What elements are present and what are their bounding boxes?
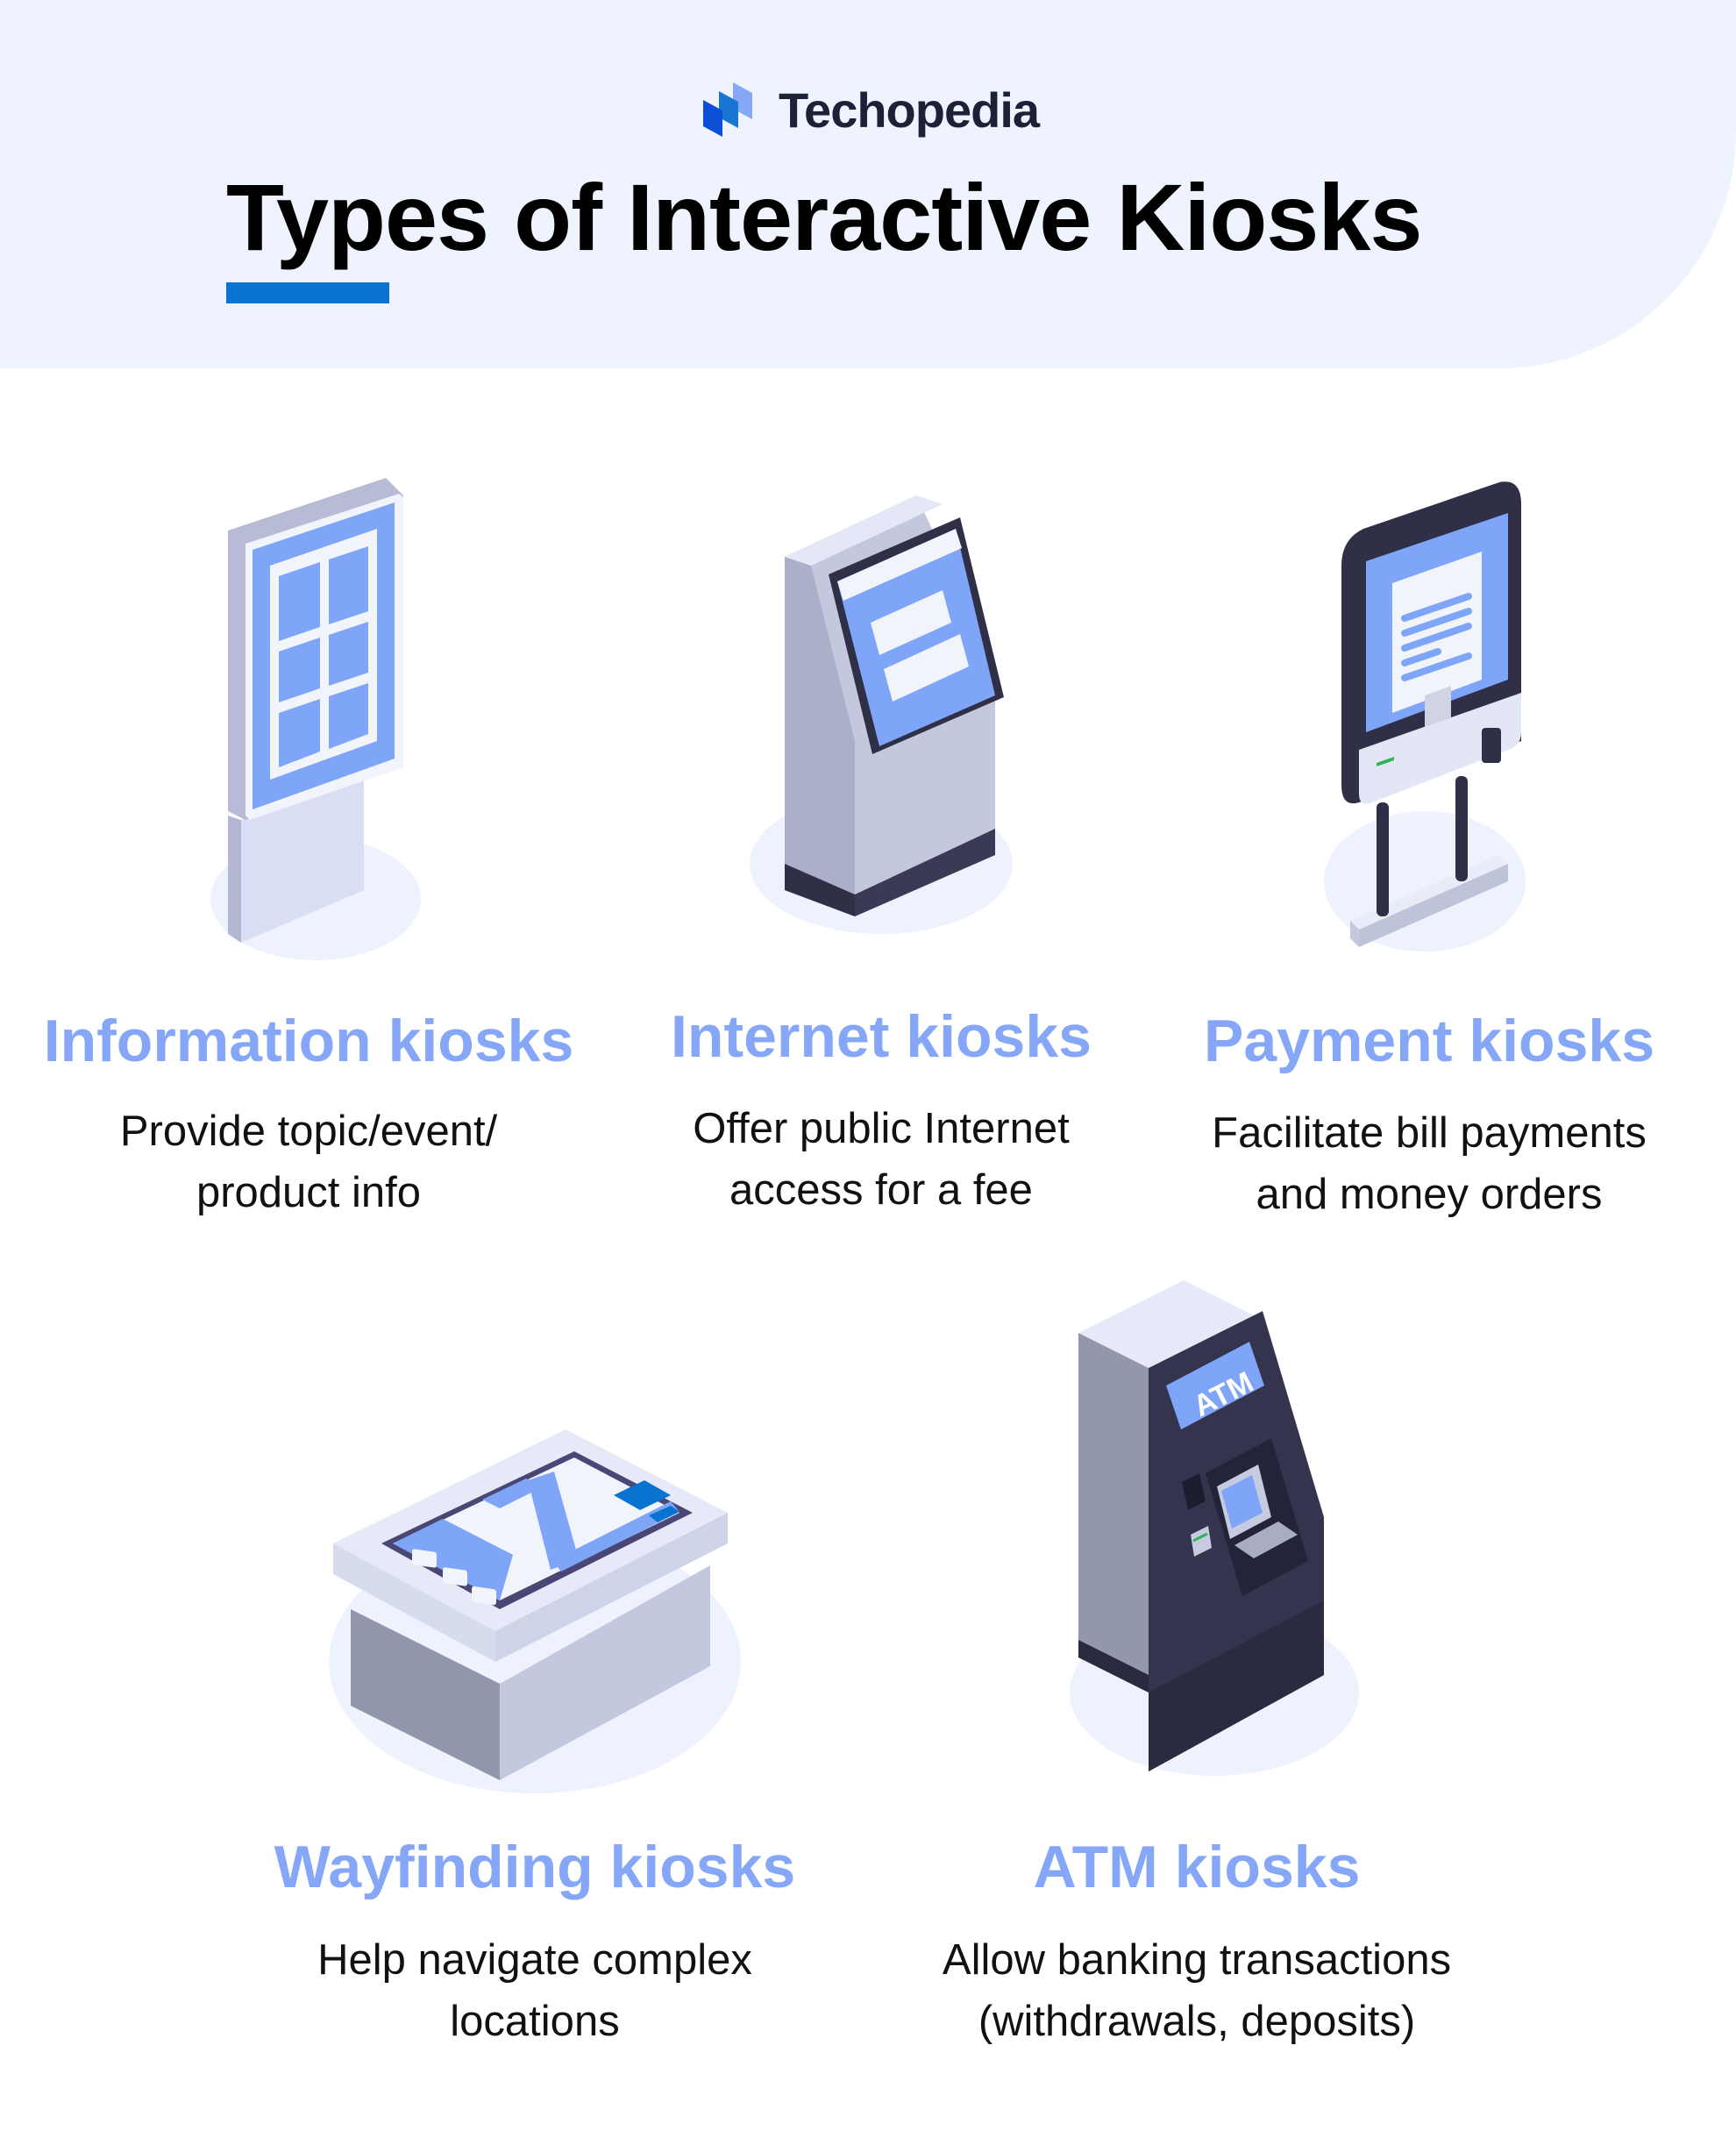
desc-line: access for a fee [729, 1166, 1033, 1214]
title-underline [226, 282, 389, 303]
page-title: Types of Interactive Kiosks [226, 164, 1422, 270]
desc-line: Help navigate complex [317, 1936, 752, 1984]
kiosk-desc-atm: Allow banking transactions (withdrawals,… [943, 1929, 1451, 2052]
kiosk-title-wayfinding: Wayfinding kiosks [274, 1834, 796, 1900]
kiosk-title-payment: Payment kiosks [1203, 1008, 1655, 1074]
information-kiosk-icon [210, 478, 421, 960]
desc-line: locations [450, 1998, 620, 2045]
kiosk-desc-information: Provide topic/event/ product info [120, 1101, 497, 1223]
kiosk-desc-wayfinding: Help navigate complex locations [317, 1929, 752, 2052]
payment-kiosk-icon [1324, 481, 1526, 951]
brand-logo: Techopedia [700, 81, 1040, 139]
desc-line: Facilitate bill payments [1212, 1109, 1647, 1157]
wayfinding-kiosk-icon [329, 1429, 741, 1793]
techopedia-logo-icon [703, 82, 752, 137]
atm-kiosk-icon: ATM [1070, 1280, 1359, 1776]
brand-name: Techopedia [779, 82, 1040, 138]
kiosk-desc-internet: Offer public Internet access for a fee [693, 1098, 1069, 1221]
desc-line: Allow banking transactions [942, 1936, 1452, 1984]
desc-line: Provide topic/event/ [119, 1108, 498, 1155]
desc-line: Offer public Internet [693, 1105, 1070, 1152]
header-banner: Techopedia Types of Interactive Kiosks [0, 0, 1736, 368]
kiosk-title-internet: Internet kiosks [671, 1003, 1092, 1070]
desc-line: product info [196, 1169, 422, 1216]
kiosk-title-atm: ATM kiosks [1033, 1834, 1361, 1900]
internet-kiosk-icon [750, 495, 1013, 934]
desc-line: (withdrawals, deposits) [978, 1998, 1416, 2045]
kiosk-title-information: Information kiosks [43, 1008, 574, 1074]
desc-line: and money orders [1256, 1171, 1603, 1218]
kiosk-desc-payment: Facilitate bill payments and money order… [1212, 1102, 1647, 1225]
